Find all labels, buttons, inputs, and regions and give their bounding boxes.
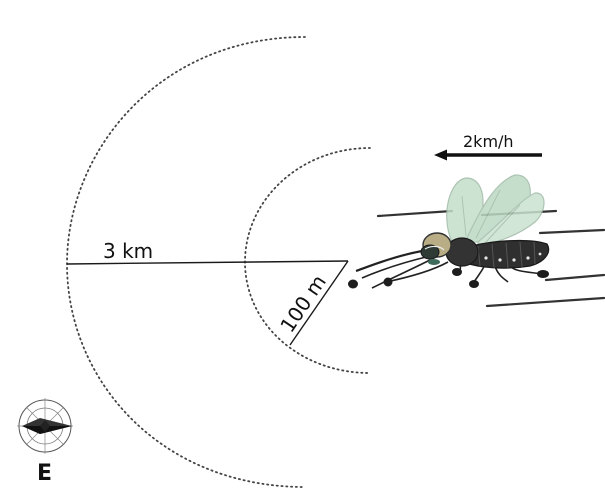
mosquito-illustration — [348, 174, 550, 289]
compass-rose-icon — [17, 398, 73, 454]
mosquito-wings — [446, 174, 545, 247]
mosquito-head — [420, 232, 452, 265]
mosquito-abdomen — [461, 239, 550, 269]
mosquito-proboscis — [355, 249, 423, 273]
outer-radius-label: 3 km — [103, 239, 153, 263]
compass-direction-label: E — [37, 461, 52, 486]
outer-radius-line — [66, 260, 349, 265]
inner-radius-line — [289, 260, 349, 346]
inner-range-arc — [244, 147, 371, 374]
speed-label: 2km/h — [463, 132, 514, 151]
arrow-left-icon — [434, 149, 542, 161]
